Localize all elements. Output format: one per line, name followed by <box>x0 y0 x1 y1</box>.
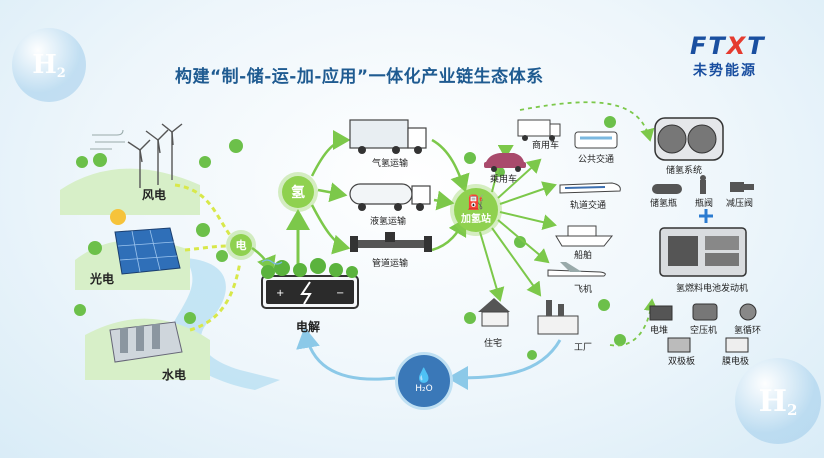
h2-subscript: 2 <box>786 401 798 419</box>
label-membrane: 膜电极 <box>722 357 750 367</box>
label-stack: 电堆 <box>650 326 669 336</box>
reducer-icon <box>730 182 754 192</box>
h2-letter: H <box>32 50 57 80</box>
label-house: 住宅 <box>484 339 503 349</box>
arrow-h2-to-gas <box>310 130 351 177</box>
storage-system-icon <box>654 117 724 161</box>
arrow-gas-to-station <box>431 138 470 193</box>
hill-left <box>60 168 200 215</box>
wind-lines-icon <box>90 129 125 150</box>
arrow-wind-to-power <box>174 183 234 239</box>
hydro-dam-icon <box>109 321 183 363</box>
train-icon <box>559 182 621 194</box>
label-wind: 风电 <box>142 188 167 202</box>
factory-icon <box>537 300 579 335</box>
label-plane: 飞机 <box>574 285 593 295</box>
dashed-arc-to-systems <box>519 101 655 142</box>
label-reducer: 减压阀 <box>726 199 754 209</box>
brand-logo-suffix: T <box>747 32 766 60</box>
label-compressor: 空压机 <box>690 326 718 336</box>
brand-name-cn: 未势能源 <box>693 63 757 79</box>
plus-icon <box>699 209 713 223</box>
label-rail-transport: 轨道交通 <box>570 201 607 211</box>
arrow-h2-to-pipeline <box>310 204 351 255</box>
page-title: 构建“制-储-运-加-应用”一体化产业链生态体系 <box>175 67 544 87</box>
svg-text:−: − <box>336 288 344 299</box>
arrow-apps-to-water <box>447 339 562 390</box>
liquid-truck-icon <box>349 183 431 211</box>
h2-letter: H <box>758 383 787 419</box>
arrow-solar-to-power <box>184 244 229 252</box>
brand-logo-x: X <box>726 32 748 60</box>
passenger-car-icon <box>484 153 526 172</box>
membrane-icon <box>725 337 749 353</box>
compressor-icon <box>692 303 718 321</box>
water-bubble: 💧 H₂O <box>395 352 453 410</box>
plane-icon <box>547 262 606 277</box>
solar-panel-icon <box>114 227 181 275</box>
label-pipeline-transport: 管道运输 <box>372 259 409 269</box>
label-station: 加氢站 <box>461 213 491 225</box>
node-electricity: 电 <box>230 234 252 256</box>
label-storage-system: 储氢系统 <box>666 166 703 176</box>
arrow-hydro-to-power <box>189 261 242 332</box>
electrolysis-icon: + − <box>261 275 359 309</box>
label-hydro: 水电 <box>162 368 187 382</box>
tank-icon <box>652 184 682 194</box>
brand-logo: FTXT <box>690 32 766 60</box>
sun-icon <box>110 209 126 225</box>
label-passenger-car: 乘用车 <box>490 175 518 185</box>
pump-icon <box>739 303 757 321</box>
arrow-liquid-to-station <box>433 190 455 211</box>
house-icon <box>478 298 510 327</box>
label-electrolysis: 电解 <box>296 320 321 334</box>
brand-logo-prefix: FT <box>690 32 727 60</box>
label-commercial-vehicle: 商用车 <box>532 141 560 151</box>
pipeline-icon <box>350 232 432 252</box>
label-engine: 氢燃料电池发动机 <box>676 284 749 294</box>
commercial-truck-icon <box>517 119 561 141</box>
node-hydrogen-station: ⛽ 加氢站 <box>454 188 498 232</box>
station-icon: ⛽ <box>467 194 485 211</box>
label-tank: 储氢瓶 <box>650 199 678 209</box>
plate-icon <box>667 337 691 353</box>
engine-icon <box>659 227 747 277</box>
label-plate: 双极板 <box>668 357 696 367</box>
label-pump: 氢循环 <box>734 326 762 336</box>
valve-icon <box>700 175 706 194</box>
arrow-h2-to-liquid <box>317 182 348 203</box>
label-valve: 瓶阀 <box>695 199 714 209</box>
label-solar: 光电 <box>90 272 115 286</box>
station-arrows <box>479 145 557 302</box>
stack-icon <box>649 305 673 321</box>
h2-subscript: 2 <box>56 65 66 81</box>
svg-text:+: + <box>276 288 284 299</box>
gas-truck-icon <box>349 119 427 154</box>
water-drop-icon: 💧 <box>415 368 433 384</box>
label-liquid-transport: 液氢运输 <box>370 217 407 227</box>
wind-turbines-icon <box>127 123 183 188</box>
label-gas-transport: 气氢运输 <box>372 159 409 169</box>
label-public-transport: 公共交通 <box>578 155 615 165</box>
label-ship: 船舶 <box>574 251 593 261</box>
label-factory: 工厂 <box>574 343 593 353</box>
ship-icon <box>555 225 614 247</box>
bus-icon <box>574 131 618 149</box>
label-water: H₂O <box>415 384 433 394</box>
arrow-water-to-electrolysis <box>296 327 396 381</box>
dashed-arc-to-engine <box>609 298 659 347</box>
node-hydrogen: 氢 <box>282 176 314 208</box>
